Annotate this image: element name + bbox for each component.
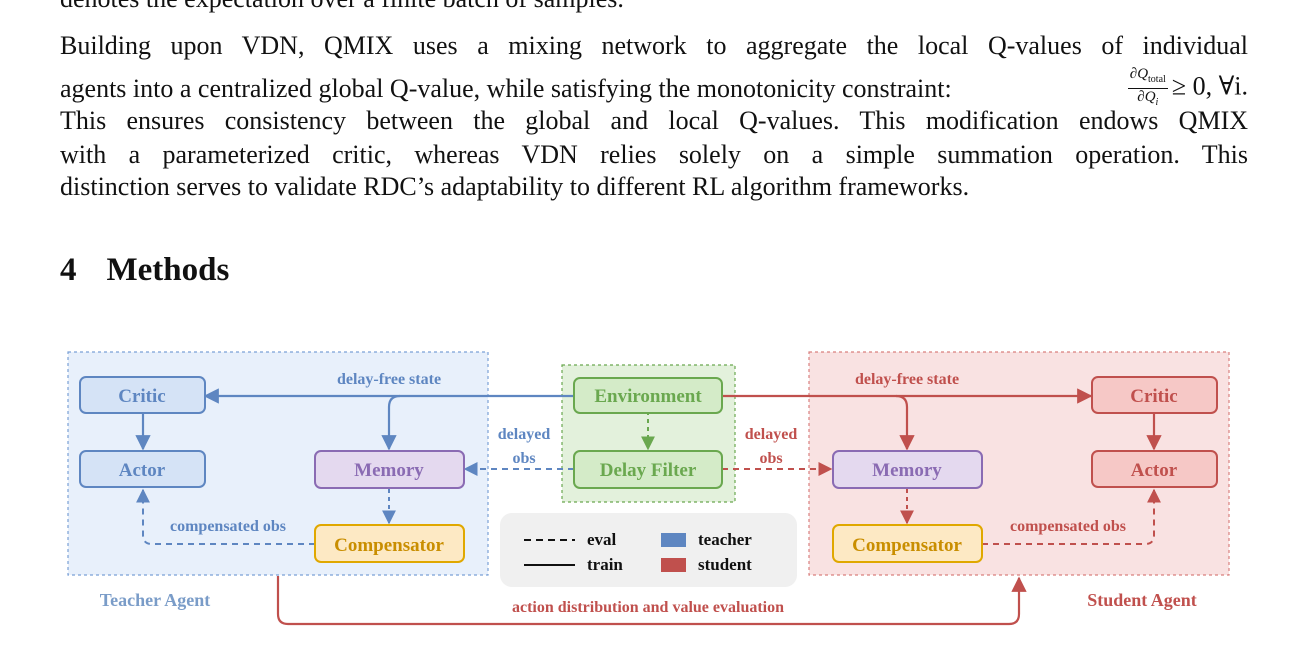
legend-student-label: student	[698, 555, 752, 574]
student-actor-label: Actor	[1131, 460, 1178, 481]
paper-para-line-5: distinction serves to validate RDC’s ada…	[60, 172, 970, 201]
section-heading: 4 Methods	[60, 252, 229, 289]
teacher-env-memory-arrow	[381, 394, 401, 451]
teacher-delayed-label-2: obs	[512, 450, 535, 467]
legend-eval-label: eval	[587, 530, 617, 549]
student-memory-box	[832, 450, 983, 489]
delay-filter-box	[573, 450, 723, 489]
legend-box	[500, 513, 797, 587]
legend-teacher-swatch	[661, 533, 686, 547]
student-delayed-label-2: obs	[759, 450, 782, 467]
teacher-compensator-actor-arrow	[136, 488, 315, 545]
student-env-memory-arrow	[895, 394, 915, 451]
action-distribution-arrow	[276, 576, 1027, 626]
action-distribution-label: action distribution and value evaluation	[512, 599, 784, 616]
student-compensator-label: Compensator	[852, 535, 962, 556]
teacher-critic-box	[79, 376, 206, 414]
fraction-numerator: ∂Qtotal	[1127, 67, 1168, 89]
teacher-delayed-label-1: delayed	[498, 426, 551, 443]
section-number: 4	[60, 252, 77, 288]
student-critic-box	[1091, 376, 1218, 414]
student-delayed-label-1: delayed	[745, 426, 798, 443]
student-compensator-actor-arrow	[982, 488, 1161, 545]
paper-line-0: denotes the expectation over a finite ba…	[60, 0, 1248, 14]
legend-student-swatch	[661, 558, 686, 572]
teacher-memory-box	[314, 450, 465, 489]
student-compensated-label: compensated obs	[1010, 518, 1126, 535]
student-compensator-box	[832, 524, 983, 563]
paper-para-line-4: with a parameterized critic, whereas VDN…	[60, 140, 1248, 169]
teacher-compensator-box	[314, 524, 465, 563]
environment-label: Environment	[594, 386, 702, 407]
environment-box	[573, 377, 723, 414]
paper-para-line-2-text: agents into a centralized global Q-value…	[60, 73, 952, 103]
paper-para-line-1: Building upon VDN, QMIX uses a mixing ne…	[60, 31, 1248, 60]
delay-filter-label: Delay Filter	[600, 460, 697, 481]
student-critic-label: Critic	[1130, 386, 1177, 407]
legend-teacher-label: teacher	[698, 530, 752, 549]
teacher-memory-label: Memory	[354, 460, 424, 481]
monotonicity-constraint: ∂Qtotal ∂Qi ≥ 0, ∀i.	[1124, 67, 1248, 110]
partial-fraction: ∂Qtotal ∂Qi	[1127, 67, 1168, 110]
teacher-critic-label: Critic	[118, 386, 165, 407]
legend-train-label: train	[587, 555, 623, 574]
paper-para-line-3: This ensures consistency between the glo…	[60, 106, 1248, 135]
student-memory-label: Memory	[872, 460, 942, 481]
student-actor-box	[1091, 450, 1218, 488]
section-title: Methods	[106, 252, 230, 288]
teacher-delay-free-label: delay-free state	[337, 371, 441, 388]
fraction-denominator: ∂Qi	[1137, 89, 1159, 109]
constraint-tail: ≥ 0, ∀i.	[1171, 71, 1248, 101]
student-agent-label: Student Agent	[1087, 590, 1197, 610]
teacher-compensated-label: compensated obs	[170, 518, 286, 535]
teacher-actor-box	[79, 450, 206, 488]
paper-para-line-2: agents into a centralized global Q-value…	[60, 67, 1248, 110]
teacher-compensator-label: Compensator	[334, 535, 444, 556]
teacher-actor-label: Actor	[119, 460, 166, 481]
student-delay-free-label: delay-free state	[855, 371, 959, 388]
teacher-agent-label: Teacher Agent	[100, 590, 211, 610]
